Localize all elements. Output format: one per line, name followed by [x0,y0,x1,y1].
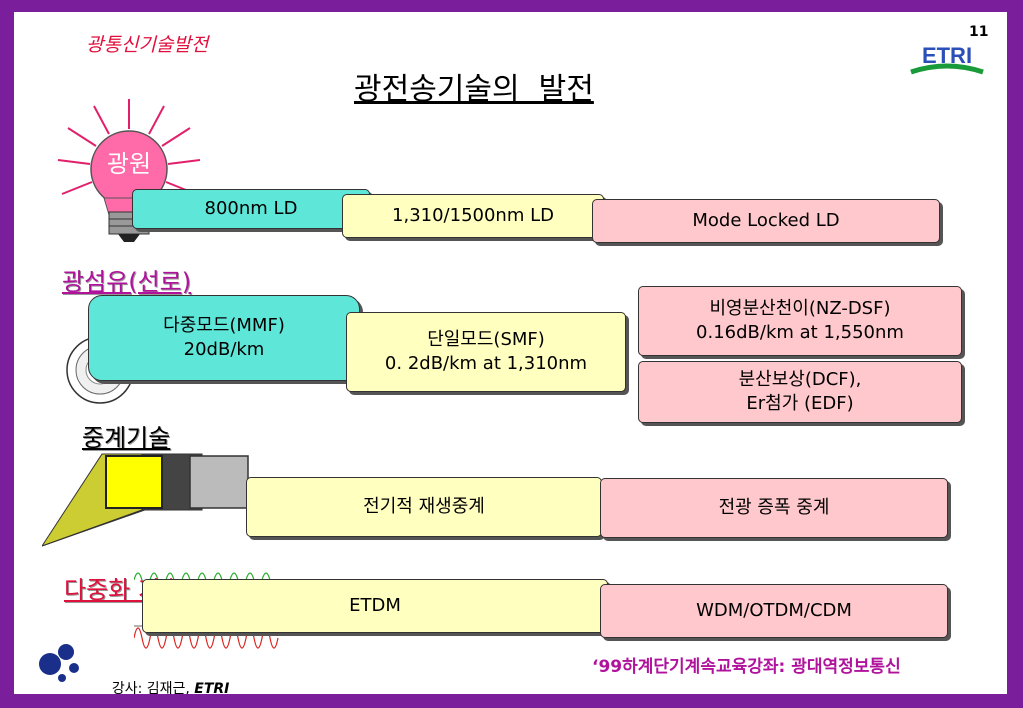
relay-box-1: 전기적 재생중계 [246,477,602,537]
fiber-box-2: 단일모드(SMF) 0. 2dB/km at 1,310nm [346,312,626,392]
etri-logo-graphic: ETRI [910,43,984,75]
fiber-section-title: 광섬유(선로) [62,268,192,296]
fiber-box-4: 분산보상(DCF), Er첨가 (EDF) [638,361,962,423]
course-title: ‘99하계단기계속교육강좌: 광대역정보통신 [592,657,901,677]
header-section-label: 광통신기술발전 [86,34,209,56]
repeater-icon [42,453,249,547]
footer-logo-icon [39,644,79,682]
multiplex-box-1: ETDM [142,579,608,633]
multiplex-box-2: WDM/OTDM/CDM [600,584,948,638]
light-source-box-1: 800nm LD [132,189,370,229]
relay-section-title: 중계기술 [82,424,171,452]
fiber-box-3: 비영분산천이(NZ-DSF) 0.16dB/km at 1,550nm [638,286,962,356]
etri-logo: ETRI [907,38,987,78]
lecturer-credit: 강사: 김재근, ETRI [94,662,230,694]
light-source-box-3: Mode Locked LD [592,199,940,243]
lecturer-name: 강사: 김재근, [111,681,195,694]
relay-box-2: 전광 증폭 중계 [600,478,948,538]
page-title: 광전송기술의 발전 [354,72,594,107]
lecturer-org: ETRI [194,681,230,694]
light-source-box-2: 1,310/1500nm LD [342,194,604,238]
slide: 11 광통신기술발전 광전송기술의 발전 ETRI 광원 800nm LD [14,12,1007,694]
page-number: 11 [969,24,989,40]
fiber-box-1: 다중모드(MMF) 20dB/km [88,295,360,381]
light-source-label: 광원 [106,150,152,178]
